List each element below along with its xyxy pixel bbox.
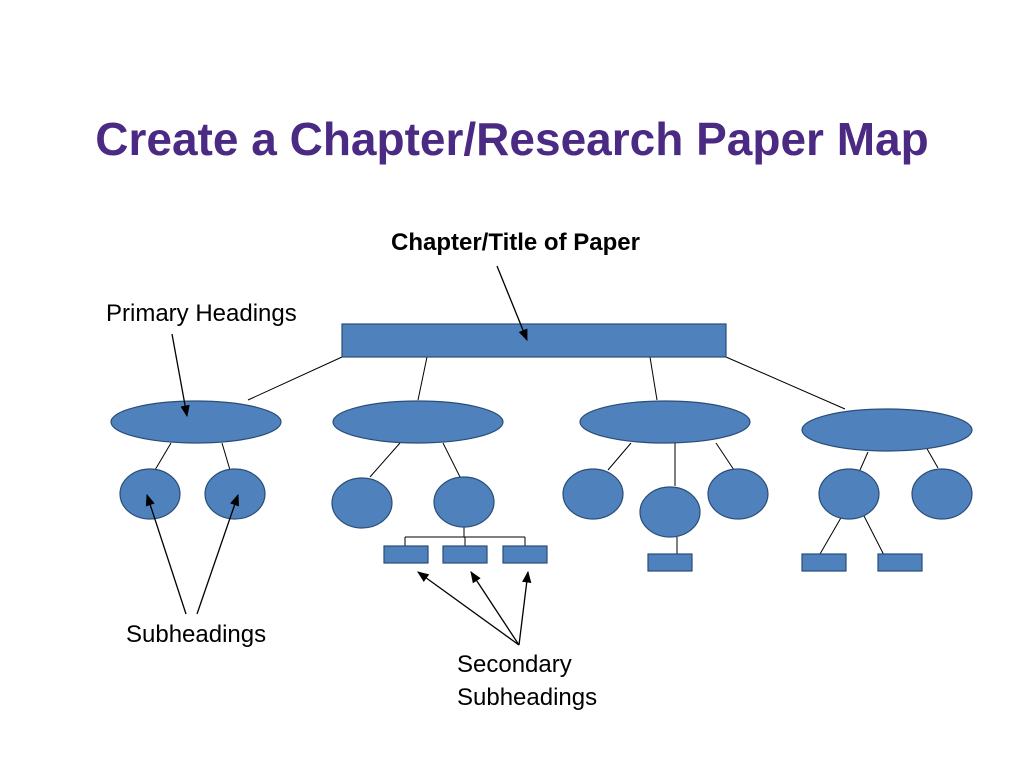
connector-line <box>715 442 735 471</box>
connector-line <box>819 515 843 555</box>
arrow-chapter-title <box>496 265 528 342</box>
chapter-title-box <box>341 323 727 358</box>
label-primary-headings: Primary Headings <box>106 300 297 327</box>
label-secondary-line1: Secondary <box>457 651 572 678</box>
secondary-subheading-node <box>801 553 847 572</box>
secondary-subheading-node <box>647 553 693 572</box>
subheading-node <box>911 468 973 520</box>
subheading-node <box>119 468 181 520</box>
connector-line <box>369 442 401 478</box>
primary-heading-node <box>110 400 282 444</box>
label-secondary-subheadings: Secondary Subheadings <box>457 648 597 714</box>
connector-line <box>649 356 658 401</box>
subheading-node <box>562 468 624 520</box>
connector-line <box>442 442 461 478</box>
primary-heading-node <box>801 408 973 452</box>
connector-line <box>859 451 869 471</box>
secondary-subheading-node <box>502 545 548 564</box>
connector-line <box>154 442 172 471</box>
label-chapter-title: Chapter/Title of Paper <box>391 229 640 256</box>
arrow-secondary-right <box>518 570 532 646</box>
connector-line <box>417 356 428 401</box>
connector-line <box>725 356 846 410</box>
annotation-arrows <box>145 265 532 646</box>
arrow-subheading-right <box>196 493 239 615</box>
primary-heading-node <box>332 400 504 444</box>
arrow-primary-headings <box>171 333 190 418</box>
secondary-subheading-node <box>442 545 488 564</box>
arrow-secondary-middle <box>470 571 520 646</box>
subheading-node <box>639 486 701 538</box>
subheading-node <box>331 477 393 529</box>
secondary-subheading-node <box>383 545 429 564</box>
subheading-node <box>204 468 266 520</box>
label-subheadings: Subheadings <box>126 621 267 648</box>
secondary-subheading-node <box>877 553 923 572</box>
subheading-node <box>818 468 880 520</box>
connector-lines <box>154 356 939 564</box>
connector-line <box>221 442 231 471</box>
connector-line <box>607 442 632 471</box>
subheading-node <box>707 468 769 520</box>
primary-heading-node <box>579 400 751 444</box>
subheading-node <box>433 476 495 528</box>
slide-title: Create a Chapter/Research Paper Map <box>95 113 929 165</box>
connector-line <box>247 356 343 401</box>
arrow-subheading-left <box>145 493 187 615</box>
label-secondary-line2: Subheadings <box>457 684 598 711</box>
arrow-secondary-left <box>417 571 520 646</box>
